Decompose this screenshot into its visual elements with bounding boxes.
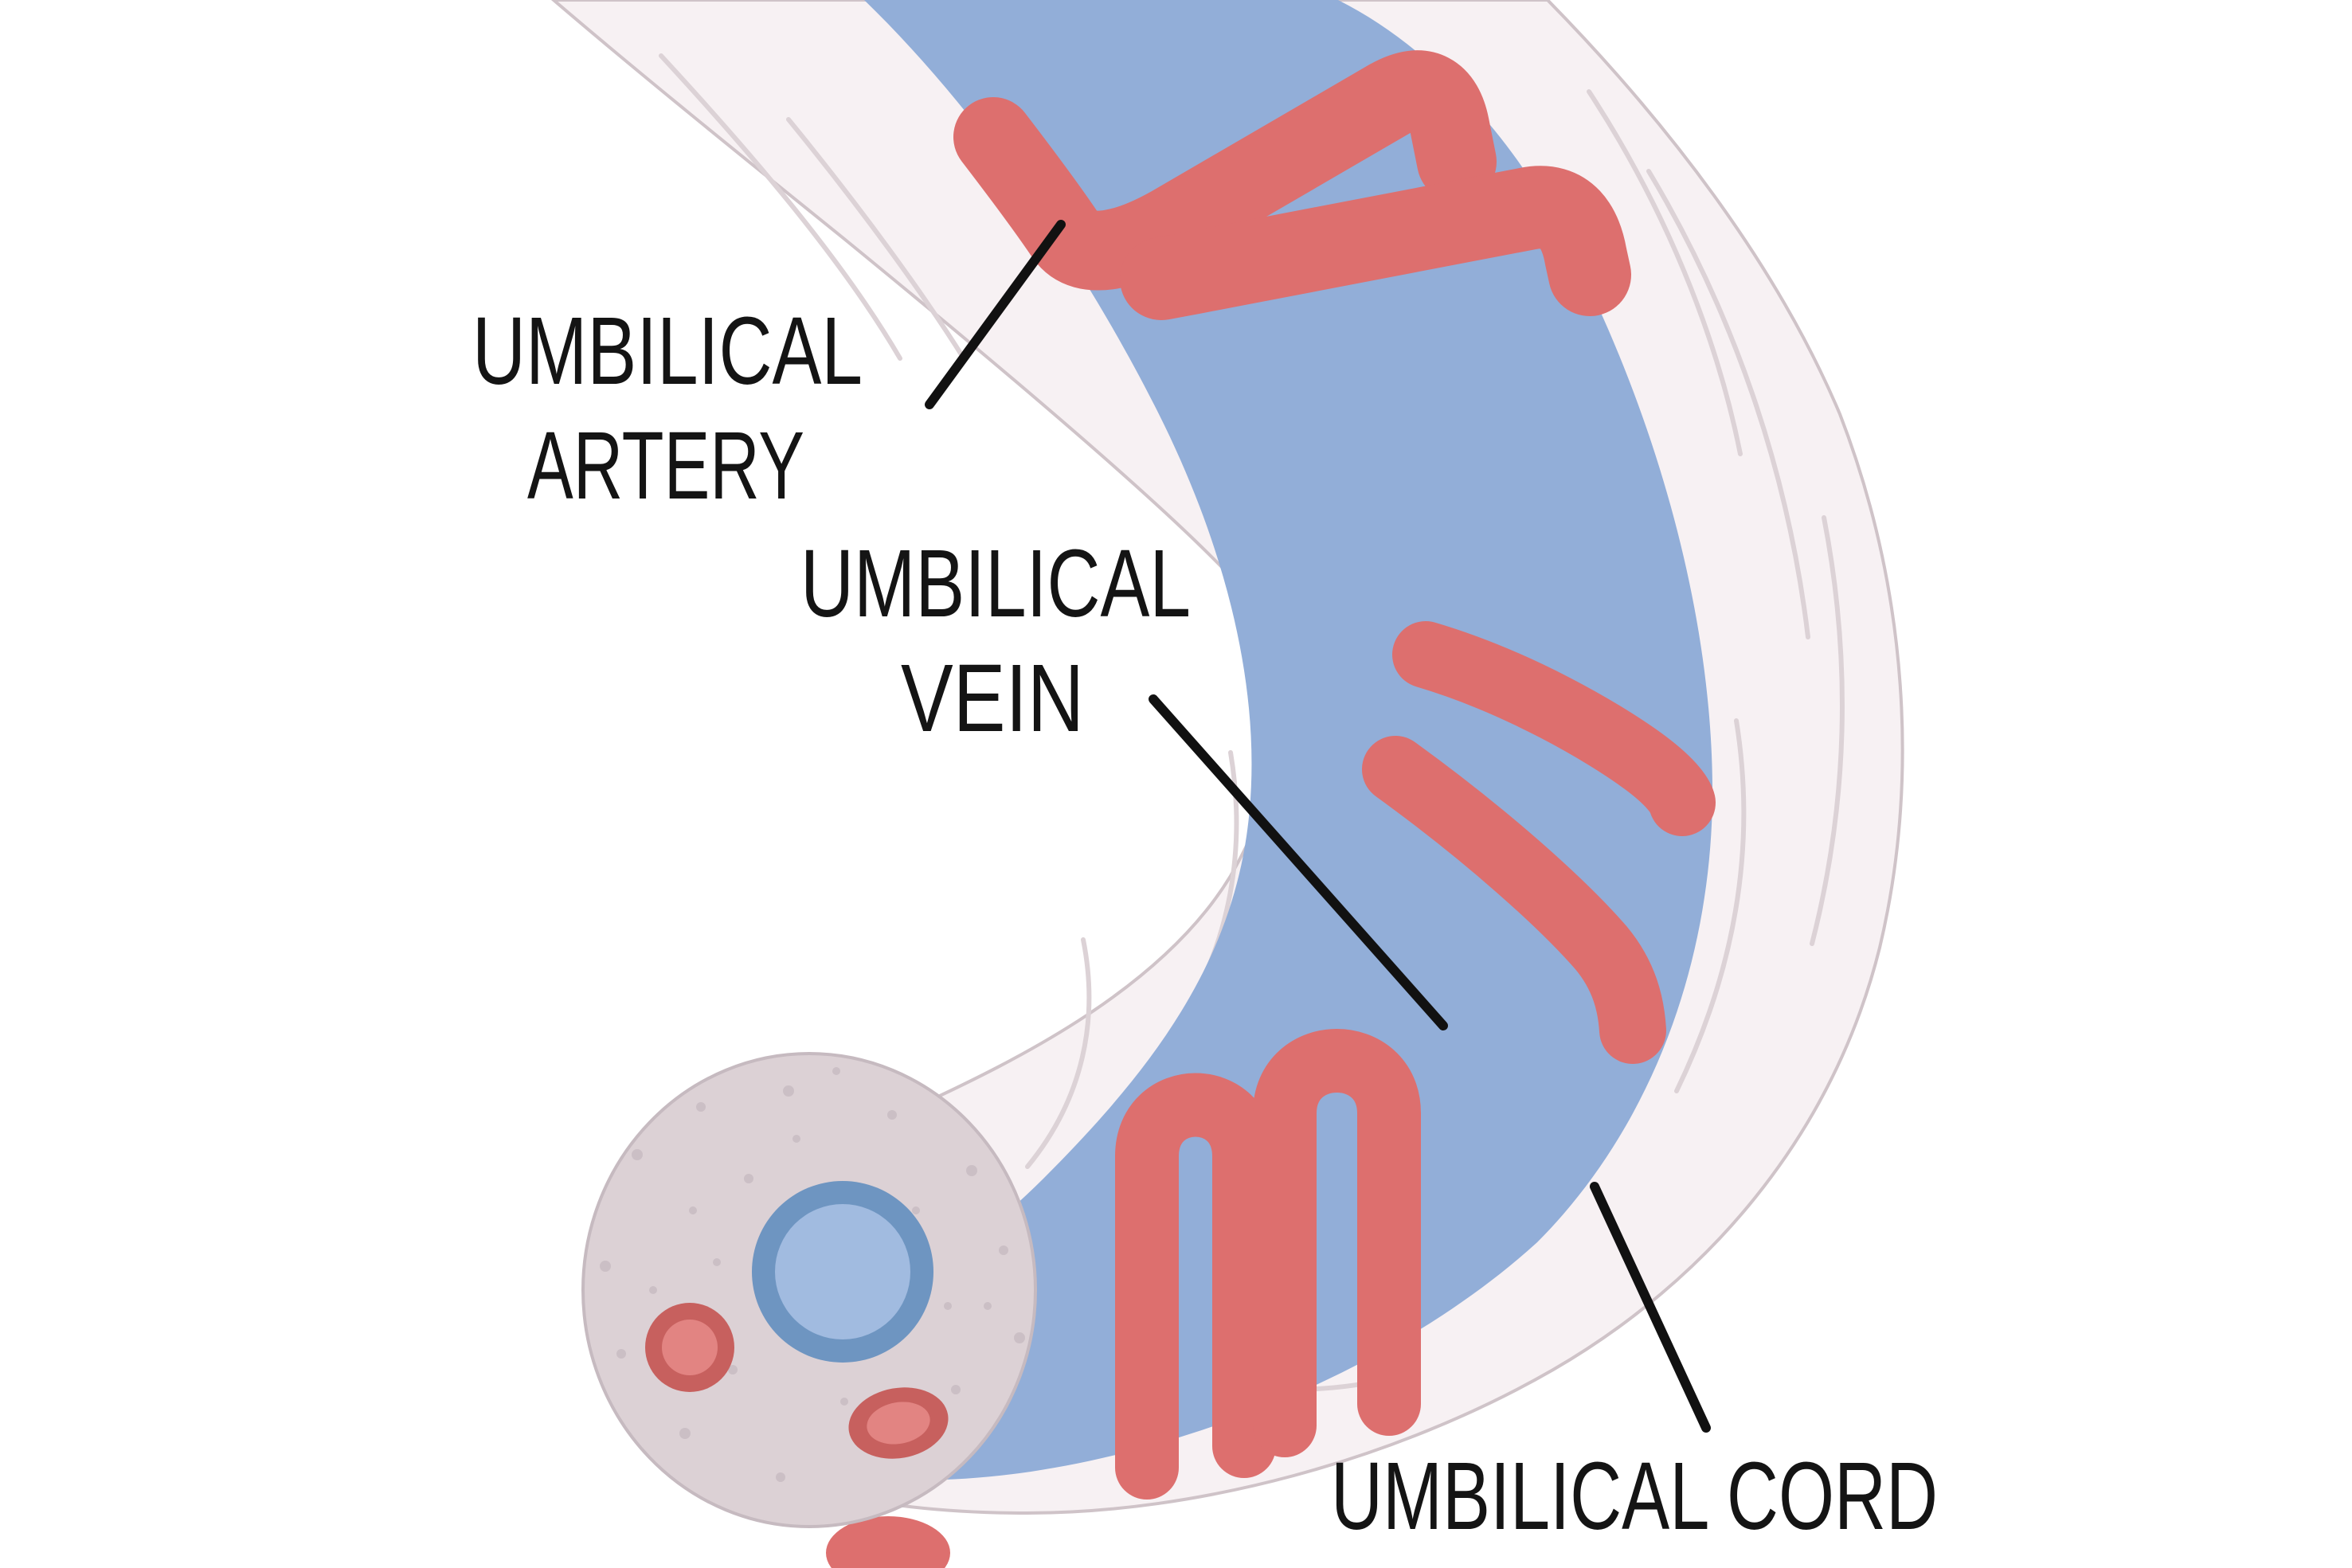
- artery-label-line1: UMBILICAL: [472, 296, 863, 405]
- cord-label-text: UMBILICAL CORD: [1331, 1441, 1938, 1550]
- label-umbilical-artery: UMBILICAL ARTERY: [472, 296, 863, 519]
- label-umbilical-vein: UMBILICAL VEIN: [800, 529, 1191, 752]
- cord-cross-section: [581, 1052, 1037, 1528]
- artery-tip-under-cut: [826, 1516, 950, 1568]
- artery-wrap-2: [1120, 166, 1631, 320]
- umbilical-vein-shape: [781, 0, 1713, 1480]
- cord-leader-line: [1590, 1182, 1711, 1433]
- artery-loop-2: [1253, 1029, 1421, 1457]
- cut-artery-right-lumen: [867, 1402, 930, 1445]
- vein-label-line1: UMBILICAL: [800, 529, 1191, 637]
- artery-loop-1: [1115, 1073, 1276, 1500]
- artery-label-line2: ARTERY: [527, 411, 804, 519]
- cut-vein-lumen: [775, 1204, 910, 1339]
- artery-wrap-3: [1392, 621, 1716, 836]
- artery-wrap-1: [953, 50, 1497, 291]
- vein-leader-line: [1149, 694, 1448, 1030]
- artery-wrap-4: [1362, 736, 1666, 1064]
- label-umbilical-cord: UMBILICAL CORD: [1331, 1441, 1938, 1550]
- umbilical-artery-coil: [953, 50, 1716, 1500]
- cut-artery-left-lumen: [662, 1320, 718, 1375]
- artery-leader-line: [925, 220, 1066, 409]
- cut-artery-right: [848, 1387, 949, 1459]
- vein-label-line2: VEIN: [901, 643, 1084, 752]
